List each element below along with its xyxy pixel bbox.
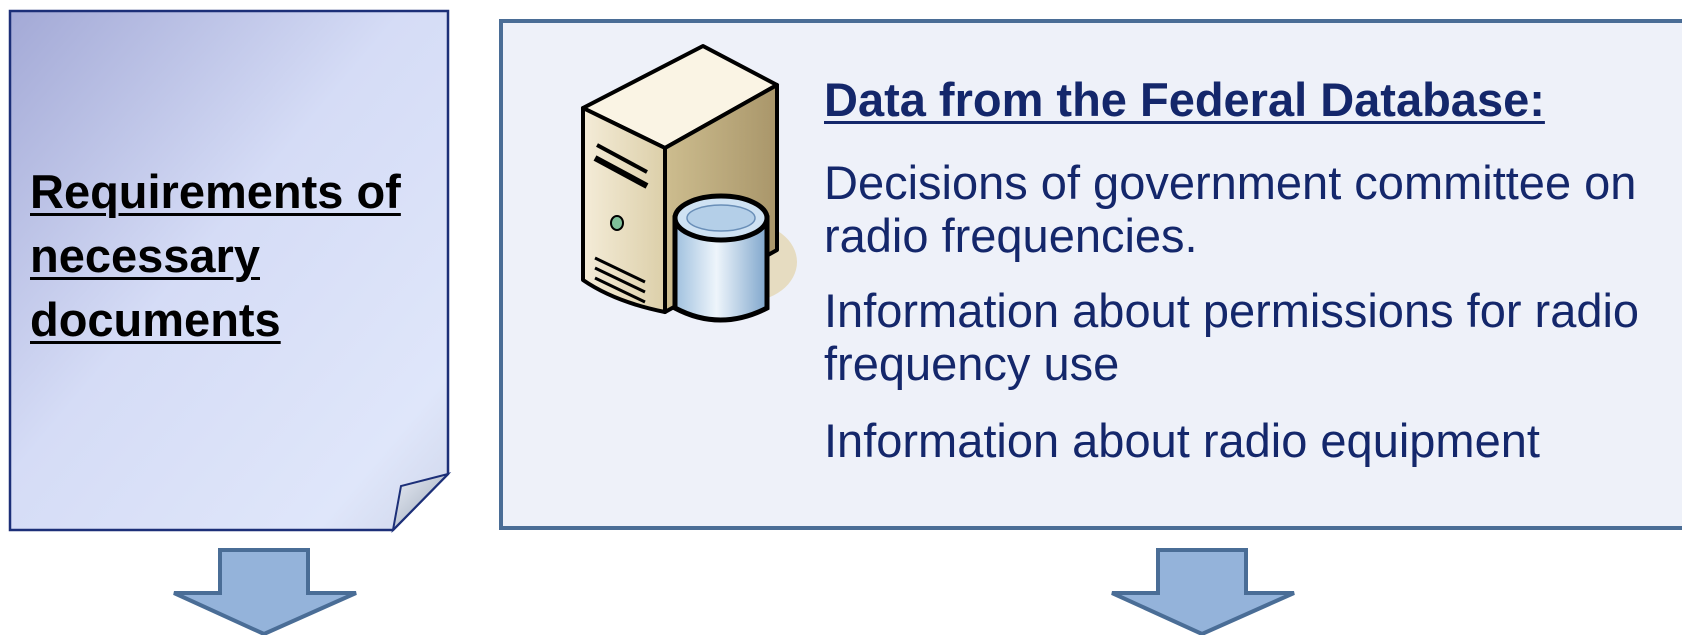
requirements-document-shape: Requirements of necessary documents xyxy=(0,0,460,540)
document-page-icon xyxy=(8,9,452,534)
requirements-title: Requirements of necessary documents xyxy=(30,165,401,346)
database-title: Data from the Federal Database: xyxy=(824,73,1545,126)
database-item-committee-decisions: Decisions of government committee on rad… xyxy=(824,156,1637,262)
down-arrow-icon xyxy=(173,548,357,635)
database-item-radio-equipment: Information about radio equipment xyxy=(824,414,1540,467)
down-arrow-icon xyxy=(1111,548,1295,635)
database-server-icon xyxy=(581,44,797,323)
database-item-permissions: Information about permissions for radio … xyxy=(824,284,1640,390)
